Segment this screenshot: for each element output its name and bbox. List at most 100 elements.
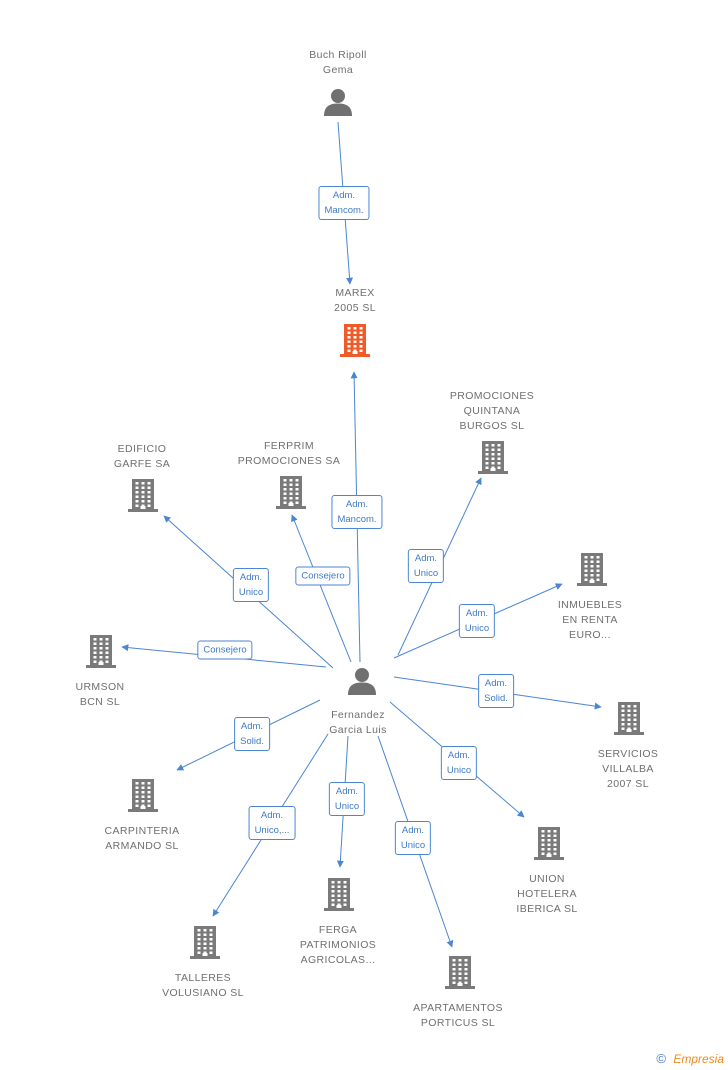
- node-label-line: QUINTANA: [463, 405, 521, 417]
- node-inmuebles-en-renta-euro-label[interactable]: INMUEBLES EN RENTA EURO...: [558, 598, 622, 643]
- node-label-line: CARPINTERIA: [104, 825, 180, 837]
- node-label-line: BCN SL: [79, 696, 121, 708]
- edge-label-line: Unico: [413, 568, 439, 579]
- edge-label-line: Adm.: [332, 190, 356, 201]
- node-label-line: EURO...: [569, 629, 611, 641]
- building-icon[interactable]: [276, 474, 306, 515]
- node-label-line: Buch Ripoll: [309, 49, 367, 61]
- building-icon[interactable]: [577, 551, 607, 592]
- copyright-icon: ©: [656, 1051, 666, 1066]
- node-label-line: Fernandez: [331, 709, 385, 721]
- edge-label-promociones[interactable]: Adm. Unico: [407, 549, 445, 583]
- building-icon[interactable]: [128, 477, 158, 518]
- edge-label-line: Adm.: [401, 825, 425, 836]
- edge-label-line: Adm.: [345, 499, 369, 510]
- node-talleres-volusiano-sl-label[interactable]: TALLERES VOLUSIANO SL: [162, 971, 244, 1001]
- node-label-line: APARTAMENTOS: [413, 1002, 503, 1014]
- edge-label-line: Adm.: [447, 750, 471, 761]
- node-label-line: IBERICA SL: [516, 903, 578, 915]
- node-label-line: URMSON: [75, 681, 125, 693]
- node-label-line: FERPRIM: [263, 440, 315, 452]
- edge-label-marex[interactable]: Adm.Mancom.: [318, 186, 370, 220]
- footer-brand: © Empresia: [656, 1051, 724, 1066]
- node-label-line: PATRIMONIOS: [299, 939, 377, 951]
- node-label-line: MAREX: [335, 287, 375, 299]
- node-label-line: HOTELERA: [517, 888, 577, 900]
- node-label-line: VOLUSIANO SL: [162, 987, 244, 999]
- person-icon[interactable]: [347, 666, 377, 701]
- edge-label-line: Solid.: [484, 693, 508, 704]
- building-icon[interactable]: [128, 777, 158, 818]
- edge-label-line: Consejero: [203, 644, 247, 656]
- node-servicios-villalba-2007-sl-label[interactable]: SERVICIOS VILLALBA 2007 SL: [598, 747, 659, 792]
- building-icon[interactable]: [324, 876, 354, 917]
- edge-label-line: Adm.: [240, 721, 264, 732]
- node-label-line: ARMANDO SL: [105, 840, 179, 852]
- node-apartamentos-porticus-sl-label[interactable]: APARTAMENTOS PORTICUS SL: [413, 1001, 503, 1031]
- node-label-line: Garcia Luis: [329, 724, 387, 736]
- edge-label-apartamentos[interactable]: Adm. Unico: [394, 821, 432, 855]
- node-carpinteria-armando-sl-label[interactable]: CARPINTERIA ARMANDO SL: [105, 824, 180, 854]
- edge-label-line: Adm.: [484, 678, 508, 689]
- edge-label-carpinteria[interactable]: Adm. Solid.: [234, 717, 270, 751]
- edge-label-line: Unico: [400, 840, 426, 851]
- edge-label-urmson[interactable]: Consejero: [197, 640, 253, 660]
- node-label-line: 2005 SL: [334, 302, 376, 314]
- building-icon[interactable]: [190, 924, 220, 965]
- node-label-line: EN RENTA: [562, 614, 618, 626]
- edge-label-line: Adm.: [239, 572, 263, 583]
- node-urmson-bcn-sl-label[interactable]: URMSON BCN SL: [75, 680, 124, 710]
- node-marex-2005-sl-label[interactable]: MAREX 2005 SL: [334, 286, 376, 316]
- edge-label-edificio[interactable]: Adm. Unico: [232, 568, 270, 602]
- edge-label-line: Adm.: [414, 553, 438, 564]
- building-icon[interactable]: [478, 439, 508, 480]
- node-label-line: INMUEBLES: [557, 599, 623, 611]
- node-label-line: AGRICOLAS...: [300, 954, 376, 966]
- edge-label-union[interactable]: Adm. Unico: [440, 746, 478, 780]
- node-edificio-garfe-sa-label[interactable]: EDIFICIO GARFE SA: [114, 442, 170, 472]
- node-label-line: BURGOS SL: [459, 420, 525, 432]
- node-label-line: PROMOCIONES SA: [237, 455, 341, 467]
- edge-label-line: Unico: [446, 765, 472, 776]
- edge-label-line: Unico: [238, 587, 264, 598]
- node-promociones-quintana-burgos-sl-label[interactable]: PROMOCIONES QUINTANA BURGOS SL: [450, 389, 534, 434]
- node-label-line: PROMOCIONES: [449, 390, 535, 402]
- node-label-line: VILLALBA: [602, 763, 654, 775]
- edge-label-ferprim[interactable]: Consejero: [295, 566, 351, 586]
- node-label-line: Gema: [322, 64, 354, 76]
- edge-label-talleres[interactable]: Adm. Unico,...: [248, 806, 296, 840]
- node-union-hotelera-iberica-sl-label[interactable]: UNION HOTELERA IBERICA SL: [516, 872, 577, 917]
- node-label-line: PORTICUS SL: [420, 1017, 496, 1029]
- edge-label-marex[interactable]: Adm. Mancom.: [331, 495, 383, 529]
- node-label-line: UNION: [529, 873, 565, 885]
- edge-label-line: Unico: [464, 623, 490, 634]
- edges-layer: [121, 121, 602, 948]
- edge-label-line: Adm.: [465, 608, 489, 619]
- edge-fernandez-to-ferprim: [291, 514, 352, 663]
- edge-label-line: Solid.: [240, 736, 264, 747]
- node-label-line: EDIFICIO: [117, 443, 167, 455]
- edge-label-servicios[interactable]: Adm. Solid.: [478, 674, 514, 708]
- edge-label-inmuebles[interactable]: Adm. Unico: [458, 604, 496, 638]
- node-label-line: TALLERES: [174, 972, 232, 984]
- brand-logo[interactable]: Empresia: [673, 1052, 724, 1066]
- building-icon[interactable]: [445, 954, 475, 995]
- node-label-line: SERVICIOS: [597, 748, 659, 760]
- person-icon[interactable]: [323, 87, 353, 122]
- building-icon[interactable]: [534, 825, 564, 866]
- building-icon[interactable]: [86, 633, 116, 674]
- node-ferprim-promociones-sa-label[interactable]: FERPRIM PROMOCIONES SA: [238, 439, 340, 469]
- edge-label-line: Mancom.: [337, 514, 377, 525]
- edge-label-line: Unico,...: [254, 825, 290, 836]
- node-label-line: GARFE SA: [113, 458, 171, 470]
- node-label-line: 2007 SL: [607, 778, 649, 790]
- building-icon[interactable]: [614, 700, 644, 741]
- edge-label-line: Adm.: [260, 810, 284, 821]
- edge-label-ferga[interactable]: Adm.Unico: [328, 782, 366, 816]
- edge-label-line: Unico: [334, 801, 360, 812]
- focus-building-icon[interactable]: [340, 322, 370, 363]
